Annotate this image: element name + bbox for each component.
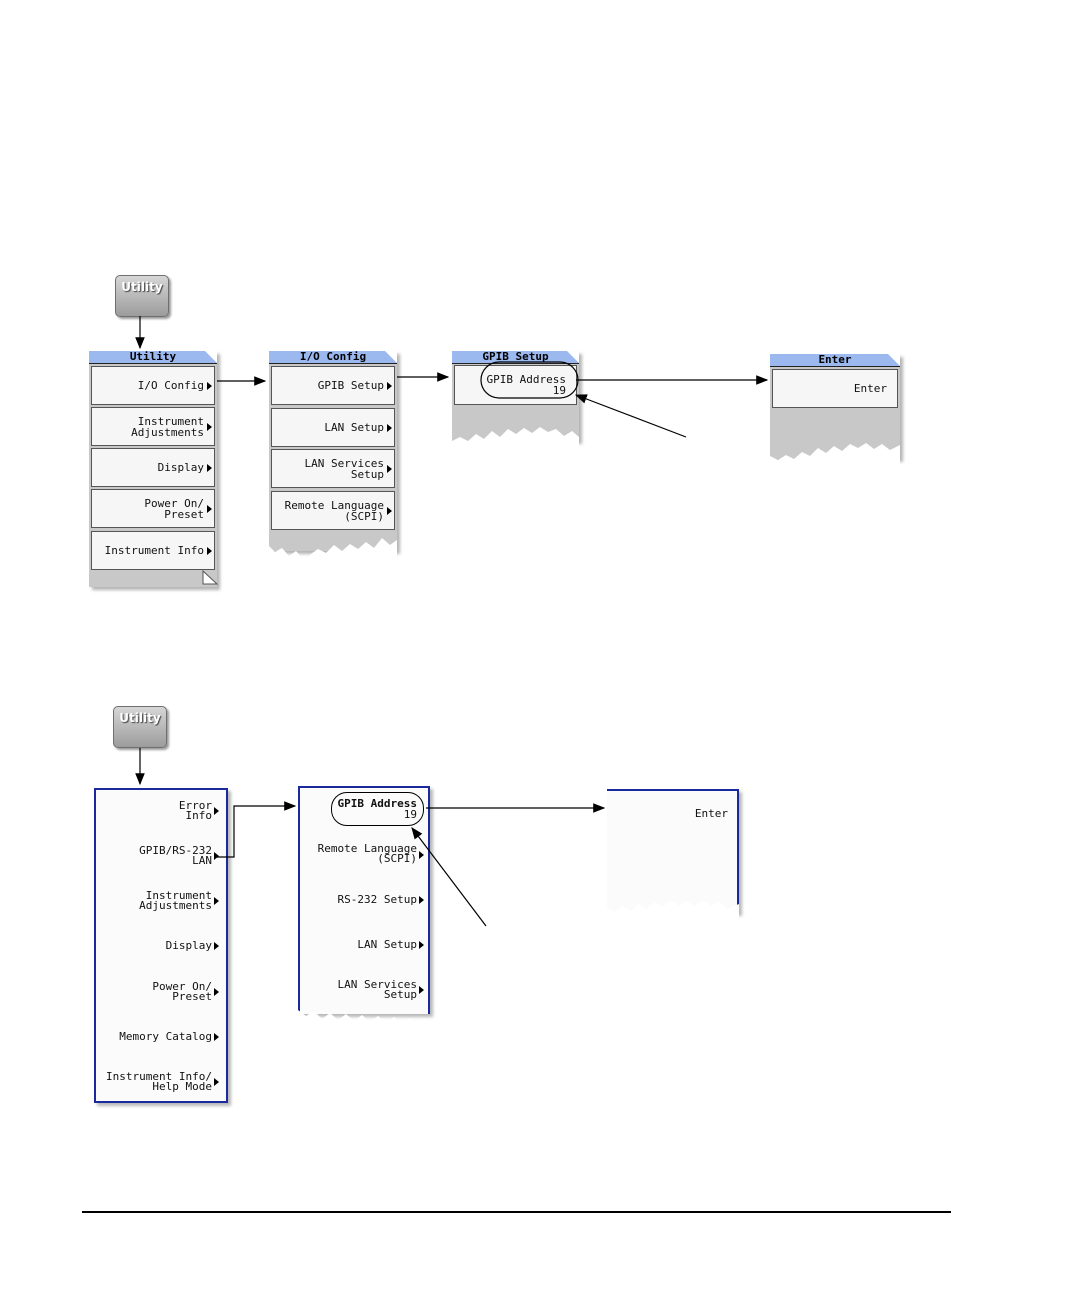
arrow-gpib-rs232-to-gpib-menu	[217, 801, 297, 858]
utility-menu-corner	[202, 569, 219, 585]
io-config-menu-title: I/O Config	[269, 351, 397, 364]
softkey-rs232-setup[interactable]: RS-232 Setup	[337, 893, 417, 906]
softkey-lan-services-setup[interactable]: LAN Services Setup	[271, 449, 395, 488]
softkey-error-info[interactable]: Error Info	[178, 799, 212, 822]
softkey-enter[interactable]: Enter	[694, 807, 728, 820]
submenu-arrow-icon	[214, 807, 219, 815]
io-config-menu: I/O Config GPIB Setup LAN Setup LAN Serv…	[269, 351, 397, 551]
gpib-title-corner	[567, 351, 579, 363]
softkey-lan-services-setup[interactable]: LAN Services Setup	[337, 978, 417, 1001]
submenu-arrow-icon	[207, 546, 212, 555]
submenu-arrow-icon	[214, 1078, 219, 1086]
softkey-power-on-preset[interactable]: Power On/ Preset	[91, 489, 215, 528]
softkey-label: Enter	[853, 382, 887, 395]
torn-edge-enter-bottom	[607, 900, 739, 930]
softkey-label: Instrument Info	[104, 544, 204, 557]
utility-hardkey-label: Utility	[119, 711, 161, 725]
utility-menu-title: Utility	[89, 351, 217, 364]
softkey-instrument-info[interactable]: Instrument Info	[91, 531, 215, 570]
softkey-label: Remote Language (SCPI)	[284, 498, 384, 523]
softkey-instrument-info-help[interactable]: Instrument Info/ Help Mode	[106, 1070, 212, 1093]
gpib-address-value: 19	[552, 384, 566, 397]
submenu-arrow-icon	[419, 851, 424, 859]
softkey-instrument-adjustments[interactable]: Instrument Adjustments	[91, 407, 215, 446]
submenu-arrow-icon	[387, 464, 392, 473]
submenu-arrow-icon	[387, 423, 392, 432]
submenu-arrow-icon	[214, 988, 219, 996]
callout-line-top	[574, 394, 687, 438]
utility-menu-bottom	[94, 788, 228, 1103]
softkey-display[interactable]: Display	[165, 939, 212, 952]
torn-edge-gpib-bottom	[298, 1010, 428, 1030]
softkey-label: LAN Services Setup	[304, 456, 384, 481]
gpib-address-highlight	[480, 361, 579, 399]
softkey-label: I/O Config	[137, 379, 204, 392]
softkey-power-on-preset[interactable]: Power On/ Preset	[152, 980, 212, 1003]
utility-hardkey-bottom[interactable]: Utility	[113, 706, 167, 748]
submenu-arrow-icon	[387, 381, 392, 390]
torn-edge-enter	[770, 443, 900, 470]
softkey-enter[interactable]: Enter	[772, 369, 898, 408]
softkey-label: LAN Setup	[324, 421, 384, 434]
softkey-remote-language[interactable]: Remote Language (SCPI)	[317, 842, 417, 865]
softkey-label: Power On/ Preset	[144, 496, 204, 521]
submenu-arrow-icon	[214, 1033, 219, 1041]
softkey-display[interactable]: Display	[91, 448, 215, 487]
softkey-instrument-adjustments[interactable]: Instrument Adjustments	[139, 889, 212, 912]
enter-title-corner	[888, 354, 900, 366]
softkey-label: GPIB Address	[486, 373, 566, 386]
submenu-arrow-icon	[419, 896, 424, 904]
footer-rule	[82, 1211, 951, 1213]
ioconfig-title-corner	[385, 351, 397, 363]
submenu-arrow-icon	[419, 986, 424, 994]
enter-menu-bottom	[607, 789, 739, 913]
submenu-arrow-icon	[419, 941, 424, 949]
submenu-arrow-icon	[214, 897, 219, 905]
submenu-arrow-icon	[387, 506, 392, 515]
utility-hardkey-top[interactable]: Utility	[115, 275, 169, 317]
enter-menu-title: Enter	[770, 354, 900, 367]
torn-edge-gpib	[452, 427, 579, 460]
enter-menu-top: Enter Enter	[770, 354, 900, 459]
utility-title-corner	[205, 351, 217, 363]
callout-line-bottom	[411, 827, 487, 927]
softkey-gpib-setup[interactable]: GPIB Setup	[271, 366, 395, 405]
softkey-io-config[interactable]: I/O Config	[91, 366, 215, 405]
submenu-arrow-icon	[207, 422, 212, 431]
gpib-address-value: 19	[403, 808, 417, 821]
softkey-label: Display	[157, 461, 204, 474]
softkey-label: Instrument Adjustments	[131, 414, 204, 439]
softkey-label: GPIB Setup	[317, 379, 384, 392]
submenu-arrow-icon	[207, 381, 212, 390]
submenu-arrow-icon	[214, 942, 219, 950]
submenu-arrow-icon	[207, 504, 212, 513]
submenu-arrow-icon	[207, 463, 212, 472]
softkey-gpib-rs232-lan[interactable]: GPIB/RS-232 LAN	[139, 844, 212, 867]
softkey-lan-setup[interactable]: LAN Setup	[357, 938, 417, 951]
utility-hardkey-label: Utility	[121, 280, 163, 294]
utility-menu-top: Utility I/O Config Instrument Adjustment…	[89, 351, 217, 587]
softkey-memory-catalog[interactable]: Memory Catalog	[119, 1030, 212, 1043]
gpib-address-label: GPIB Address	[337, 797, 417, 810]
submenu-arrow-icon	[214, 852, 219, 860]
softkey-lan-setup[interactable]: LAN Setup	[271, 408, 395, 447]
softkey-remote-language[interactable]: Remote Language (SCPI)	[271, 491, 395, 530]
torn-edge-ioconfig	[269, 538, 397, 575]
gpib-setup-menu-title: GPIB Setup	[452, 351, 579, 364]
gpib-address-key-outline[interactable]	[331, 792, 424, 826]
